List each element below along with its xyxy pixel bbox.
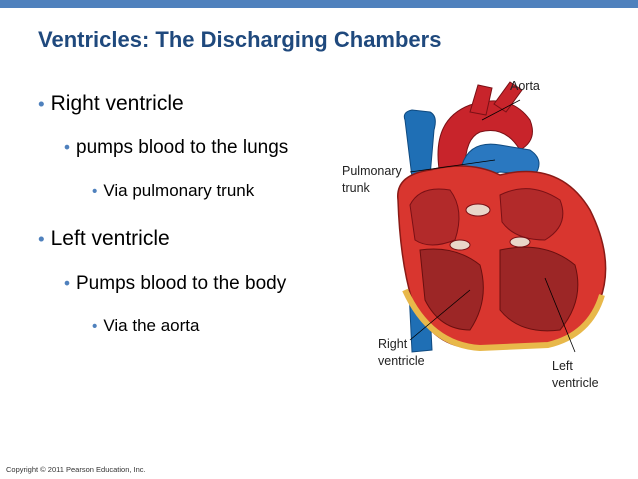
copyright-notice: Copyright © 2011 Pearson Education, Inc. — [6, 465, 146, 474]
bullet-text: Via the aorta — [103, 316, 200, 335]
leader-line-pulmonary — [409, 159, 496, 173]
left-ventricle-chamber — [499, 246, 579, 332]
bullet-via-pulmonary: • Via pulmonary trunk — [92, 181, 254, 201]
valve — [449, 239, 471, 251]
heart-fat-edge — [402, 288, 605, 352]
bullet-pumps-lungs: • pumps blood to the lungs — [64, 137, 288, 159]
label-aorta: Aorta — [510, 79, 540, 93]
leader-line-right-ventricle — [409, 289, 471, 341]
bullet-text: Pumps blood to the body — [76, 273, 287, 294]
valve — [509, 236, 531, 248]
top-accent-bar — [0, 0, 638, 8]
label-right-ventricle: Right ventricle — [378, 337, 425, 368]
bullet-text: pumps blood to the lungs — [76, 137, 289, 158]
bullet-icon: • — [92, 318, 98, 335]
left-atrium — [499, 188, 564, 241]
bullet-icon: • — [38, 94, 45, 115]
bullet-icon: • — [92, 183, 98, 200]
slide-title: Ventricles: The Discharging Chambers — [38, 27, 442, 52]
right-atrium — [409, 188, 460, 246]
aorta-arch — [437, 100, 533, 181]
bullet-via-aorta: • Via the aorta — [92, 316, 199, 336]
leader-line-aorta — [481, 99, 521, 121]
bullet-text: Right ventricle — [50, 92, 184, 115]
label-pulmonary-trunk: Pulmonary trunk — [342, 164, 402, 195]
bullet-text: Via pulmonary trunk — [103, 181, 255, 200]
aorta-branch — [469, 84, 493, 116]
right-ventricle-chamber — [419, 248, 484, 331]
bullet-icon: • — [64, 274, 70, 293]
bullet-text: Left ventricle — [50, 227, 170, 250]
bullet-icon: • — [64, 138, 70, 157]
label-left-ventricle: Left ventricle — [552, 359, 599, 390]
leader-line-left-ventricle — [544, 277, 576, 353]
bullet-left-ventricle: •Left ventricle — [38, 227, 170, 251]
valve — [465, 203, 491, 217]
bullet-pumps-body: • Pumps blood to the body — [64, 273, 286, 295]
bullet-icon: • — [38, 229, 45, 250]
bullet-right-ventricle: •Right ventricle — [38, 92, 184, 116]
